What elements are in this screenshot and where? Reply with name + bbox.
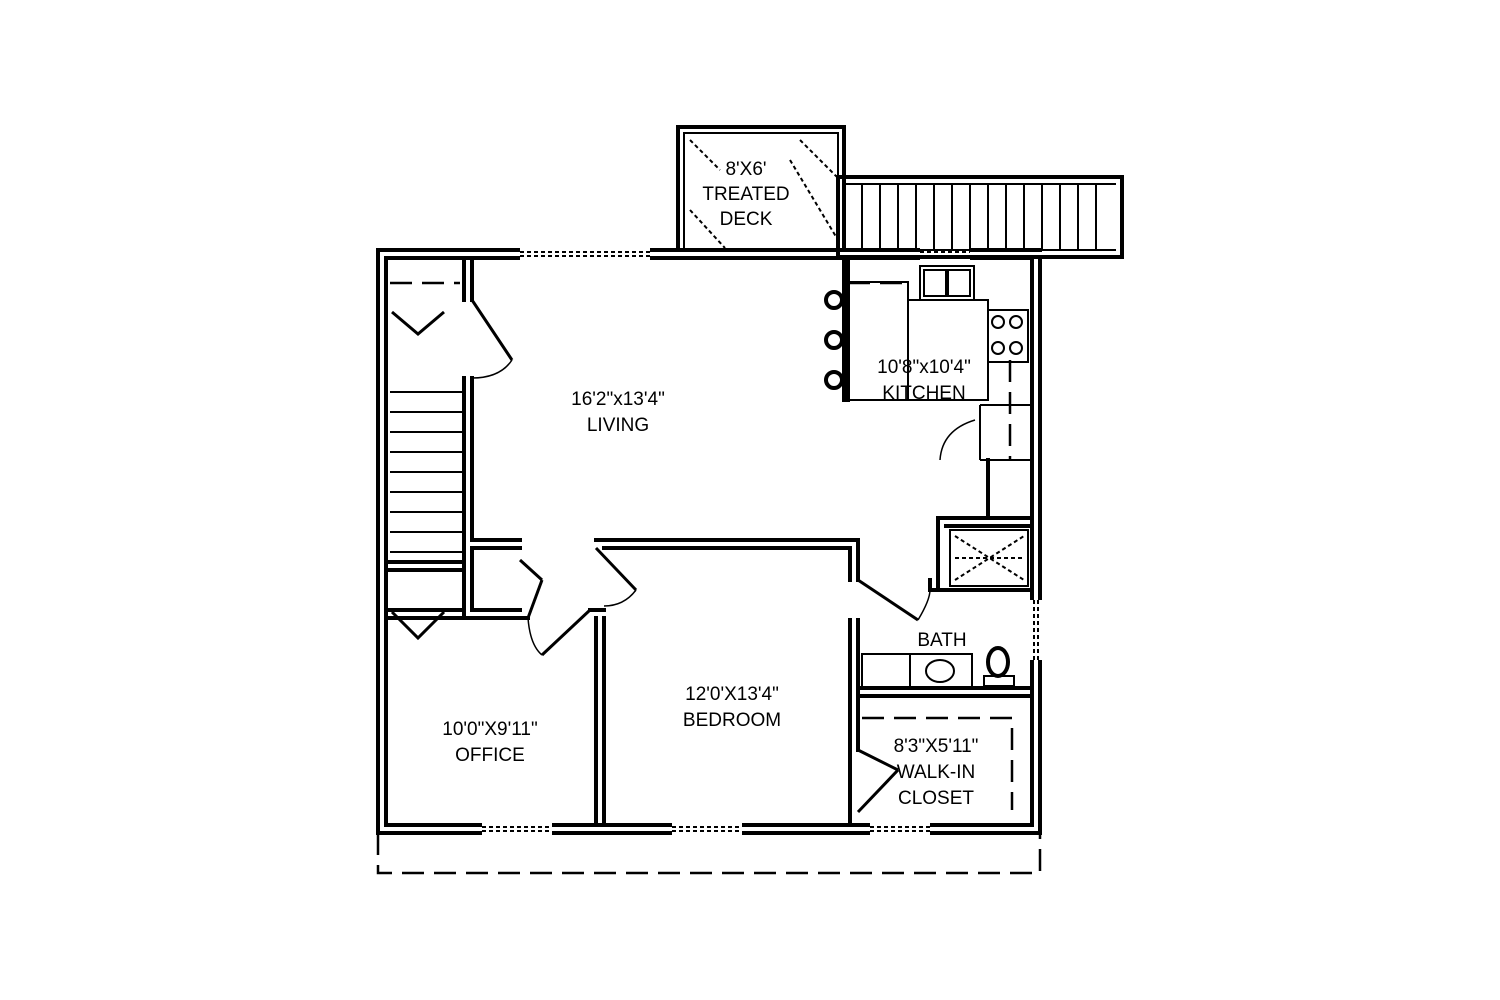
closet-name-label: CLOSET <box>898 788 974 809</box>
porch-outline <box>376 833 1042 875</box>
living-name-label: LIVING <box>587 415 649 436</box>
treated-deck <box>676 125 846 252</box>
kitchen-fixtures <box>824 260 1029 402</box>
closet-dimensions-label: 8'3"X5'11" <box>894 736 979 757</box>
bath-fixtures <box>861 529 1029 689</box>
exterior-stair <box>836 175 1124 259</box>
living-dimensions-label: 16'2"x13'4" <box>571 389 665 410</box>
closet-walkin-label: WALK-IN <box>897 762 975 783</box>
bedroom-dimensions-label: 12'0'X13'4" <box>685 684 779 705</box>
kitchen-name-label: KITCHEN <box>882 383 965 404</box>
office-dimensions-label: 10'0"X9'11" <box>442 719 537 740</box>
doors <box>470 299 976 814</box>
deck-treated-label: TREATED <box>702 184 789 205</box>
room-labels: 8'X6' TREATED DECK 16'2"x13'4" LIVING 10… <box>442 159 978 809</box>
kitchen-dimensions-label: 10'8"x10'4" <box>877 357 971 378</box>
deck-dimensions-label: 8'X6' <box>725 159 766 180</box>
office-name-label: OFFICE <box>455 745 525 766</box>
bedroom-name-label: BEDROOM <box>683 710 781 731</box>
deck-name-label: DECK <box>720 209 773 230</box>
bath-name-label: BATH <box>917 630 966 651</box>
interior-stair <box>390 391 462 553</box>
